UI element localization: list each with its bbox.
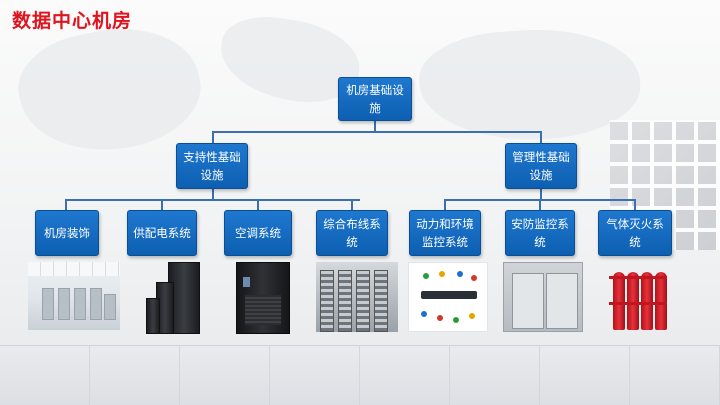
security-monitoring-photo <box>503 262 583 332</box>
page-title: 数据中心机房 <box>12 10 133 32</box>
floor-line <box>0 345 720 346</box>
connector-line <box>65 199 360 201</box>
connector-line <box>161 199 163 210</box>
leaf-node-security-monitoring: 安防监控系统 <box>505 210 575 256</box>
leaf-node-power-supply: 供配电系统 <box>127 210 197 256</box>
connector-line <box>540 189 542 200</box>
fire-suppression-photo <box>607 262 669 334</box>
connector-line <box>212 189 214 200</box>
room-decoration-photo <box>28 262 120 330</box>
cabling-racks-photo <box>316 262 398 332</box>
connector-line <box>351 199 353 210</box>
connector-line <box>539 199 541 210</box>
leaf-node-room-decoration: 机房装饰 <box>35 210 99 256</box>
connector-line <box>444 199 446 210</box>
air-conditioner-photo <box>236 262 290 334</box>
leaf-node-environment-monitoring: 动力和环境监控系统 <box>409 210 481 256</box>
connector-line <box>212 131 542 133</box>
leaf-node-cabling: 综合布线系统 <box>316 210 388 256</box>
connector-line <box>212 131 214 143</box>
connector-line <box>257 199 259 210</box>
connector-line <box>540 131 542 143</box>
leaf-node-air-conditioning: 空调系统 <box>224 210 292 256</box>
branch-node-support: 支持性基础设施 <box>176 143 248 189</box>
connector-line <box>65 199 67 210</box>
ups-cabinet-photo <box>146 262 206 334</box>
connector-line <box>374 121 376 132</box>
root-node: 机房基础设施 <box>338 77 412 121</box>
floor-decoration <box>0 345 720 405</box>
branch-node-management: 管理性基础设施 <box>505 143 577 189</box>
connector-line <box>634 199 636 210</box>
leaf-node-gas-fire-suppression: 气体灭火系统 <box>598 210 672 256</box>
environment-monitoring-diagram <box>408 262 488 332</box>
